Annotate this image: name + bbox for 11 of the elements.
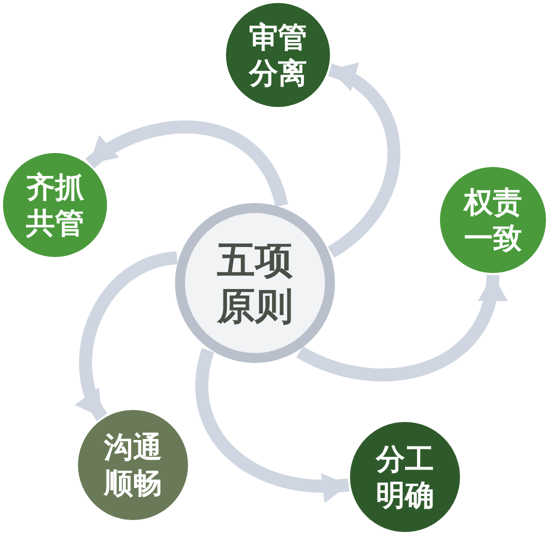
principle-circle: 权责一致 [440,167,546,273]
curved-arrow [86,120,288,208]
center-circle: 五项原则 [175,203,335,363]
principle-circle: 分工明确 [350,422,460,532]
principle-circle: 齐抓共管 [3,153,107,257]
curved-arrow [195,348,349,502]
principle-circle: 沟通顺畅 [78,410,188,520]
curved-arrow [76,251,178,420]
principle-circle: 审管分离 [226,3,330,107]
curved-arrow [296,274,506,382]
curved-arrow [327,64,400,258]
